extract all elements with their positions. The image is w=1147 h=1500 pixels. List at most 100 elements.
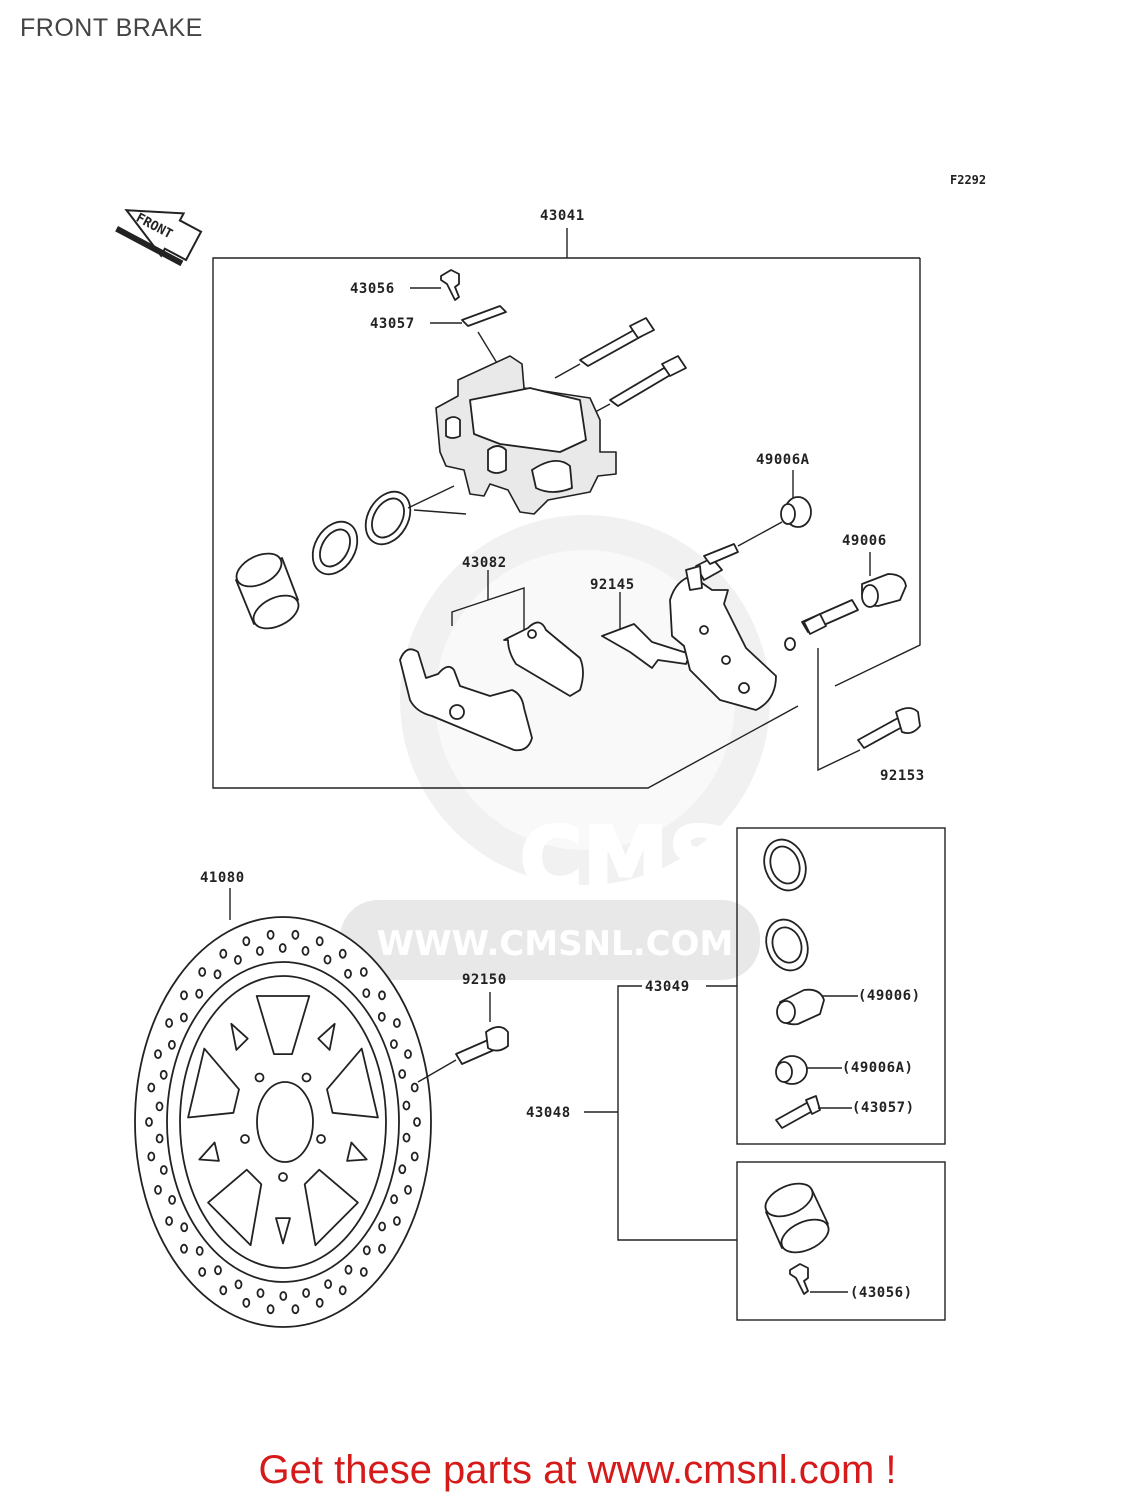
vent-hole <box>398 1069 407 1079</box>
vent-hole <box>392 1018 401 1028</box>
watermark-brand: CMS <box>520 809 731 909</box>
label-43082: 43082 <box>462 555 507 571</box>
vent-hole <box>195 988 204 999</box>
pad-spring: 92145 <box>590 577 691 669</box>
watermark-url: WWW.CMSNL.COM <box>377 924 734 964</box>
vent-hole <box>377 1011 386 1022</box>
label-92153: 92153 <box>880 768 925 784</box>
label-kit-49006A: (49006A) <box>842 1060 913 1076</box>
label-kit-49006: (49006) <box>858 988 921 1004</box>
vent-hole <box>402 1100 411 1111</box>
kit-piston <box>764 1182 830 1254</box>
vent-hole <box>291 1304 300 1315</box>
label-49006: 49006 <box>842 533 887 549</box>
vent-hole <box>413 1117 421 1127</box>
kit-cap: (43057) <box>775 1095 915 1129</box>
label-43056: 43056 <box>350 281 395 297</box>
label-92150: 92150 <box>462 972 507 988</box>
kit-brackets: 43049 43048 <box>526 827 946 1321</box>
vent-hole <box>315 936 324 947</box>
vent-hole <box>392 1216 401 1226</box>
spoke-cutout <box>207 1168 263 1247</box>
vent-hole <box>213 969 222 980</box>
vent-hole <box>154 1185 162 1195</box>
spoke-cutout <box>326 1047 379 1119</box>
vent-hole <box>219 948 228 959</box>
boot: 49006 <box>784 533 907 651</box>
spoke-cutout <box>255 995 311 1055</box>
disc-bolt: 92150 <box>417 972 509 1083</box>
vent-hole <box>234 1279 243 1290</box>
brake-pads: 43082 <box>399 555 584 752</box>
page-title: FRONT BRAKE <box>20 14 203 42</box>
vent-hole <box>233 955 242 965</box>
vent-hole <box>378 990 386 1001</box>
vent-hole <box>359 1267 368 1277</box>
kit-seal-2 <box>765 918 809 972</box>
vent-hole <box>167 1039 176 1050</box>
figure-code: F2292 <box>950 173 986 187</box>
vent-hole <box>278 943 287 953</box>
vent-hole <box>180 1222 189 1233</box>
vent-hole <box>155 1101 164 1112</box>
vent-hole <box>378 1243 386 1254</box>
vent-hole <box>389 1039 398 1049</box>
vent-hole <box>266 1304 275 1315</box>
vent-hole <box>315 1297 324 1308</box>
vent-hole <box>279 1291 288 1301</box>
brake-disc: 41080 <box>134 870 432 1328</box>
caliper-bracket <box>669 543 777 711</box>
label-43041: 43041 <box>540 208 585 224</box>
vent-hole <box>242 936 251 947</box>
vent-hole <box>165 1018 174 1028</box>
mount-hole <box>254 1072 265 1083</box>
mount-hole <box>278 1172 288 1182</box>
caliper-body <box>435 355 617 515</box>
vent-hole <box>256 1288 265 1298</box>
vent-hole <box>410 1151 419 1162</box>
caliper-assembly-frame: 43041 <box>212 208 921 789</box>
vent-hole <box>147 1082 156 1093</box>
vent-hole <box>362 988 371 998</box>
bleeder-cap: 43057 <box>370 305 507 369</box>
vent-hole <box>159 1069 168 1080</box>
vent-hole <box>338 948 347 959</box>
piston <box>235 552 300 630</box>
triangle-cutout <box>198 1141 220 1162</box>
bleeder-valve: 43056 <box>350 269 460 301</box>
spoke-cutout <box>303 1168 359 1247</box>
vent-hole <box>155 1133 164 1144</box>
kit-boot: (49006) <box>776 988 921 1026</box>
vent-hole <box>378 1221 387 1232</box>
vent-hole <box>301 946 310 956</box>
vent-hole <box>165 1216 174 1226</box>
vent-hole <box>214 1265 222 1276</box>
vent-hole <box>180 1243 188 1254</box>
watermark: CMS WWW.CMSNL.COM <box>340 515 770 980</box>
footer-link[interactable]: Get these parts at www.cmsnl.com ! <box>258 1448 897 1492</box>
vent-hole <box>344 1264 353 1275</box>
vent-hole <box>145 1117 153 1127</box>
vent-hole <box>255 946 264 956</box>
vent-hole <box>147 1151 156 1162</box>
disc-spokes <box>187 995 379 1247</box>
vent-hole <box>159 1165 168 1175</box>
vent-hole <box>179 1012 188 1023</box>
vent-hole <box>168 1195 177 1205</box>
mount-hole <box>240 1134 250 1144</box>
vent-hole <box>402 1132 411 1143</box>
triangle-cutout <box>346 1141 368 1162</box>
slide-pins <box>554 317 687 419</box>
vent-hole <box>242 1297 251 1308</box>
vent-hole <box>404 1049 412 1059</box>
label-kit-43057: (43057) <box>852 1100 915 1116</box>
label-49006A: 49006A <box>756 452 810 468</box>
label-92145: 92145 <box>590 577 635 593</box>
disc-vent-holes <box>145 929 421 1315</box>
label-41080: 41080 <box>200 870 245 886</box>
vent-hole <box>180 990 188 1001</box>
vent-hole <box>324 1279 333 1289</box>
vent-hole <box>390 1194 399 1205</box>
vent-hole <box>219 1285 228 1296</box>
vent-hole <box>323 954 332 965</box>
